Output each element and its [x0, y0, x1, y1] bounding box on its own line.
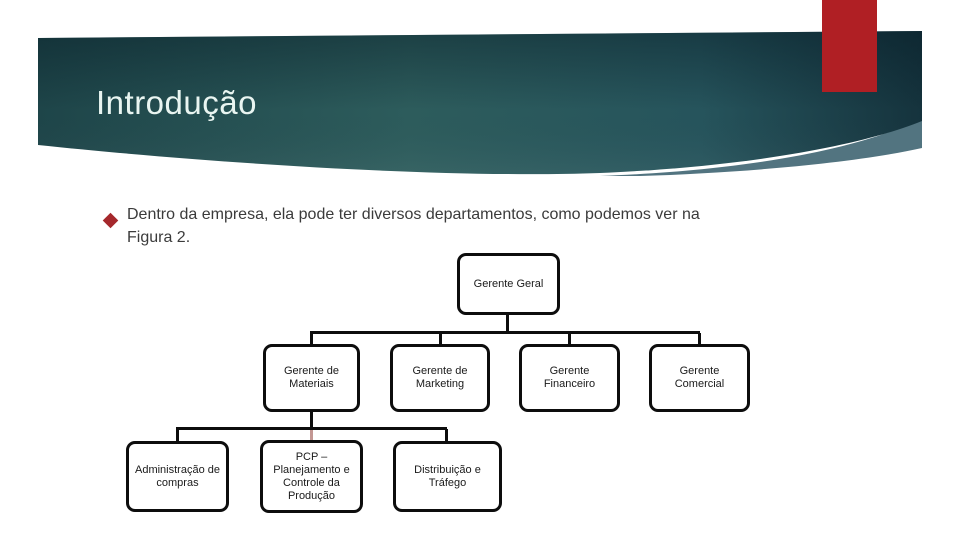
org-node-gerente-geral: Gerente Geral	[457, 253, 560, 315]
connector-stub-financeiro	[568, 333, 571, 344]
org-node-gerente-marketing: Gerente de Marketing	[390, 344, 490, 412]
org-node-gerente-materiais: Gerente de Materiais	[263, 344, 360, 412]
connector-root-drop	[506, 314, 509, 333]
org-node-administracao-compras: Administração de compras	[126, 441, 229, 512]
connector-stub-comercial	[698, 333, 701, 344]
connector-stub-materiais	[310, 333, 313, 344]
connector-materiais-drop	[310, 411, 313, 429]
connector-stub-marketing	[439, 333, 442, 344]
bullet-diamond-icon	[102, 212, 119, 229]
accent-rectangle	[822, 0, 877, 92]
page-title: Introdução	[96, 84, 257, 121]
connector-stub-distribuicao	[445, 429, 448, 442]
org-node-pcp: PCP – Planejamento e Controle da Produçã…	[260, 440, 363, 513]
org-node-gerente-comercial: Gerente Comercial	[649, 344, 750, 412]
bullet-text: Dentro da empresa, ela pode ter diversos…	[127, 206, 700, 246]
band-light-wedge	[600, 118, 922, 176]
connector-stub-compras	[176, 429, 179, 442]
connector-level2-rail	[310, 331, 700, 334]
org-node-distribuicao-trafego: Distribuição e Tráfego	[393, 441, 502, 512]
connector-level3-rail	[176, 427, 447, 430]
org-node-gerente-financeiro: Gerente Financeiro	[519, 344, 620, 412]
connector-stub-pcp-accent	[310, 430, 313, 441]
header-band-graphic	[38, 31, 922, 176]
